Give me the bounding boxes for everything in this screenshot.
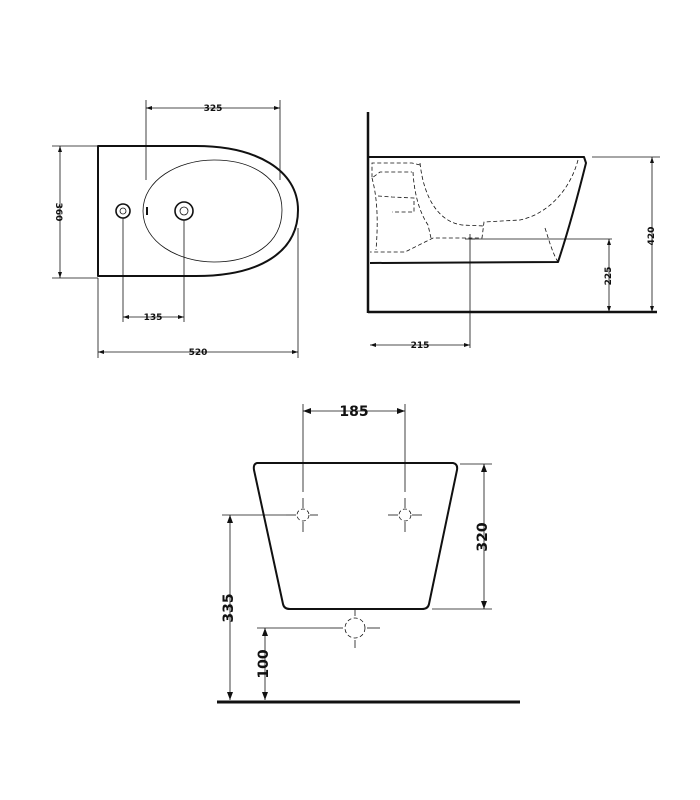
dimension-label-420: 420 [647, 227, 657, 246]
dimension-label-215: 215 [411, 341, 430, 351]
hidden-bowl-line [377, 195, 415, 213]
dimension-label-320: 320 [475, 522, 491, 551]
arrow-head [58, 146, 62, 152]
mounting-hole-left-inner [119, 207, 127, 215]
arrow-head [98, 350, 104, 354]
bolt-hole-left [286, 498, 318, 532]
dimension-label-335: 335 [221, 593, 237, 622]
hidden-bowl-line [371, 162, 421, 179]
dimension-label-100: 100 [256, 649, 272, 678]
arrow-head [607, 239, 611, 245]
rear-view-outline [252, 462, 459, 610]
tap-hole-inner [179, 206, 189, 216]
arrow-head [397, 408, 405, 414]
dimension-label-225: 225 [604, 267, 614, 286]
tap-hole [174, 201, 194, 221]
hidden-bowl-line [419, 162, 485, 227]
bolt-hole-right [388, 498, 422, 532]
arrow-head [58, 272, 62, 278]
arrow-head [481, 601, 487, 609]
arrow-head [262, 692, 268, 700]
arrow-head [607, 306, 611, 312]
dimension-label-185: 185 [339, 404, 368, 420]
arrow-head [146, 106, 152, 110]
arrow-head [303, 408, 311, 414]
rear-view: 185 320 335 100 [217, 404, 520, 704]
arrow-head [123, 315, 129, 319]
arrow-head [464, 343, 470, 347]
arrow-head [227, 692, 233, 700]
top-view-bowl-rim [142, 159, 283, 263]
arrow-head [292, 350, 298, 354]
top-view: 325 360 135 520 [52, 100, 299, 358]
arrow-head [650, 157, 654, 163]
arrow-head [227, 515, 233, 523]
hidden-bowl-line [544, 227, 559, 263]
outlet-mark [330, 608, 380, 648]
side-view-outline [368, 156, 587, 264]
arrow-head [178, 315, 184, 319]
dimension-label-520: 520 [189, 348, 208, 358]
hidden-bowl-line [370, 159, 579, 253]
hidden-bowl-line [371, 177, 378, 251]
side-view: 420 225 215 [366, 112, 660, 351]
arrow-head [274, 106, 280, 110]
arrow-head [262, 628, 268, 636]
arrow-head [370, 343, 376, 347]
dimension-label-360: 360 [53, 203, 63, 222]
hidden-bowl-line [412, 171, 432, 239]
top-view-outline [97, 145, 299, 277]
dimension-label-135: 135 [144, 313, 163, 323]
dimension-label-325: 325 [204, 104, 223, 114]
arrow-head [481, 464, 487, 472]
arrow-head [650, 306, 654, 312]
mounting-hole-left [115, 203, 131, 219]
